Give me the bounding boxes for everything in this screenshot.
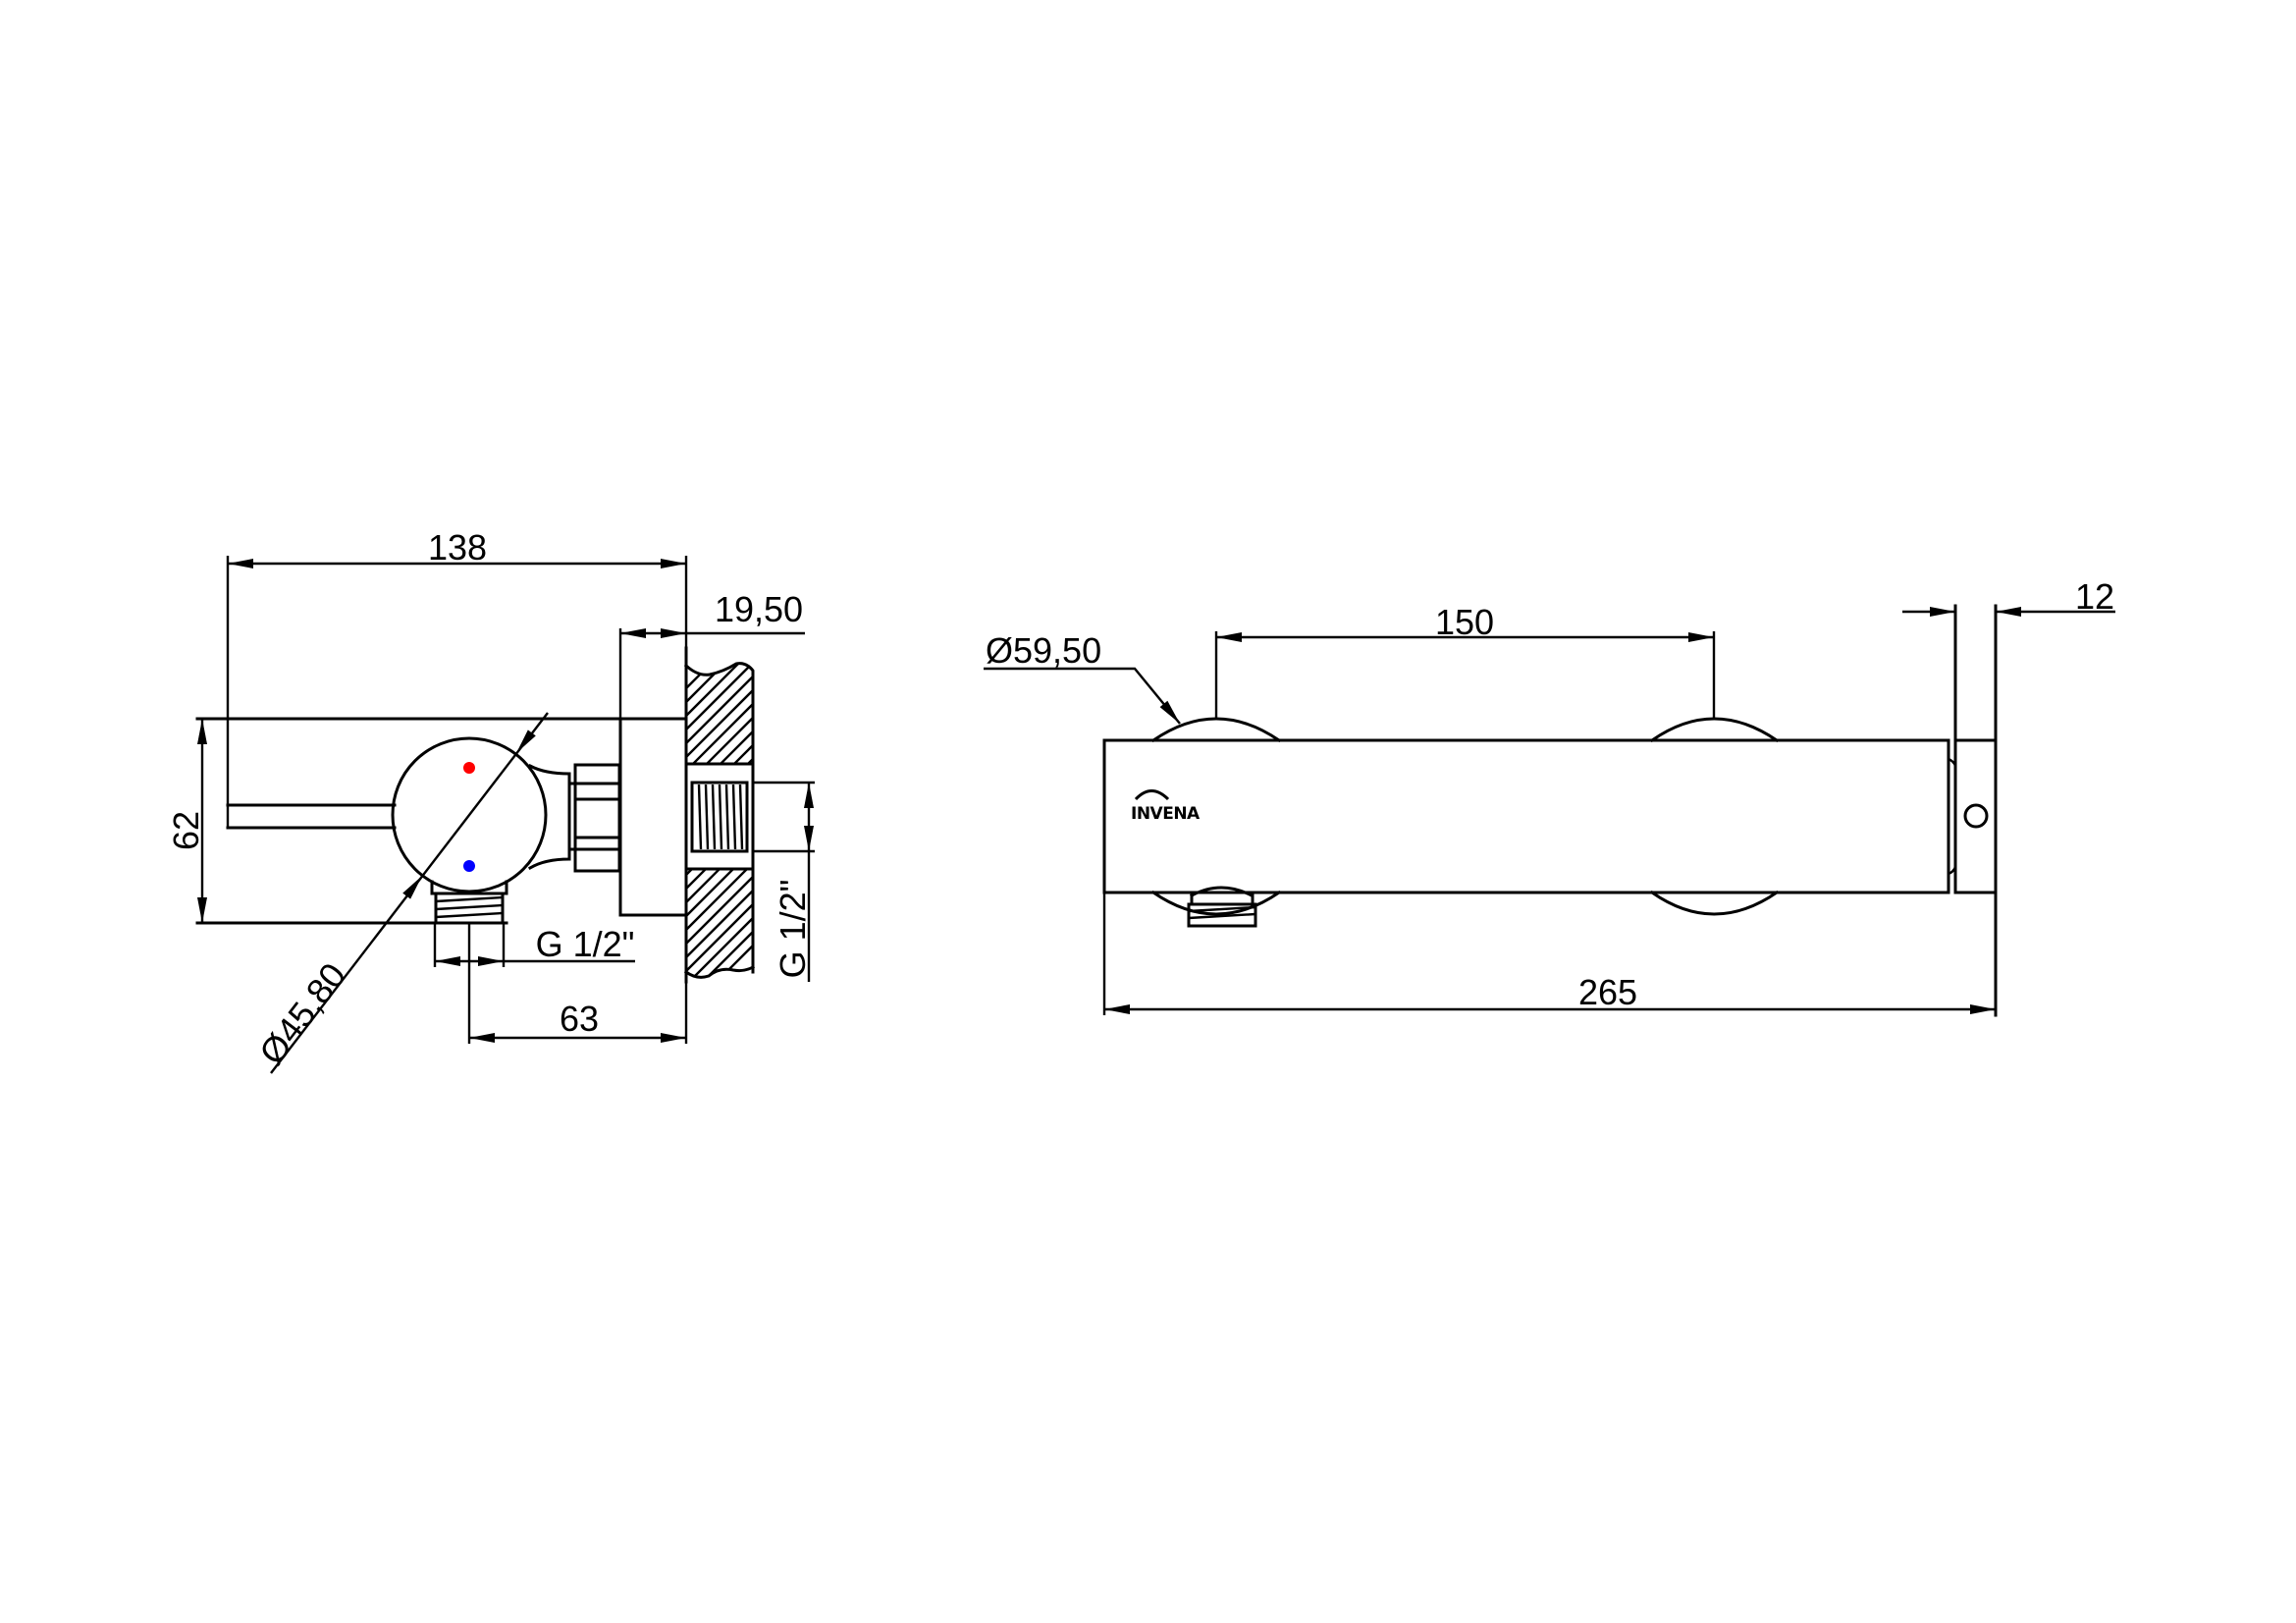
dim-label-265: 265 xyxy=(1578,972,1637,1012)
wall-plate xyxy=(1948,604,1998,1017)
bottom-outlet xyxy=(430,880,508,925)
dim-label-138: 138 xyxy=(428,527,487,568)
hot-marker-icon xyxy=(463,762,475,774)
dimension-19-50: 19,50 xyxy=(618,589,805,915)
dim-label-62: 62 xyxy=(166,811,206,850)
dim-label-wall-thread: G 1/2" xyxy=(773,880,813,979)
logo-text: INVENA xyxy=(1131,804,1201,824)
wall-flange xyxy=(618,717,688,917)
cold-marker-icon xyxy=(463,860,475,872)
dimension-outlet-thread: G 1/2" xyxy=(433,923,635,967)
front-bottom-outlet xyxy=(1187,886,1257,928)
dimension-wall-thread: G 1/2" xyxy=(753,781,815,982)
mixer-body xyxy=(1102,738,1950,894)
left-cap-top xyxy=(1150,717,1282,743)
right-cap-bottom xyxy=(1649,890,1780,916)
wall-section xyxy=(683,646,756,984)
front-view: INVENA 12 xyxy=(984,576,2115,1017)
handle-lever xyxy=(226,803,397,830)
right-cap-top xyxy=(1649,717,1780,743)
body-neck xyxy=(527,763,571,871)
dim-label-150: 150 xyxy=(1435,602,1494,642)
dim-label-12: 12 xyxy=(2075,576,2114,617)
dimension-150: 150 xyxy=(1214,602,1716,718)
dim-label-19-50: 19,50 xyxy=(715,589,803,629)
plate-screw-hole xyxy=(1963,803,1989,829)
dimension-12: 12 xyxy=(1902,576,2115,617)
dimension-cap-diameter: Ø59,50 xyxy=(984,630,1181,725)
dimension-63: 63 xyxy=(467,915,688,1044)
left-cap-bottom xyxy=(1150,890,1282,916)
connection-nut xyxy=(567,763,621,873)
brand-logo: INVENA xyxy=(1131,789,1201,824)
side-view: 138 19,50 62 xyxy=(166,527,815,1074)
dimension-265: 265 xyxy=(1102,893,1996,1015)
dim-label-outlet-thread: G 1/2" xyxy=(536,924,635,964)
dim-label-cap-diameter: Ø59,50 xyxy=(986,630,1101,671)
dimension-138: 138 xyxy=(226,527,688,828)
dim-label-63: 63 xyxy=(560,999,599,1039)
dim-label-knob-diameter: Ø45,80 xyxy=(251,955,353,1072)
knob-circle xyxy=(391,736,548,893)
dimension-62: 62 xyxy=(166,719,207,923)
